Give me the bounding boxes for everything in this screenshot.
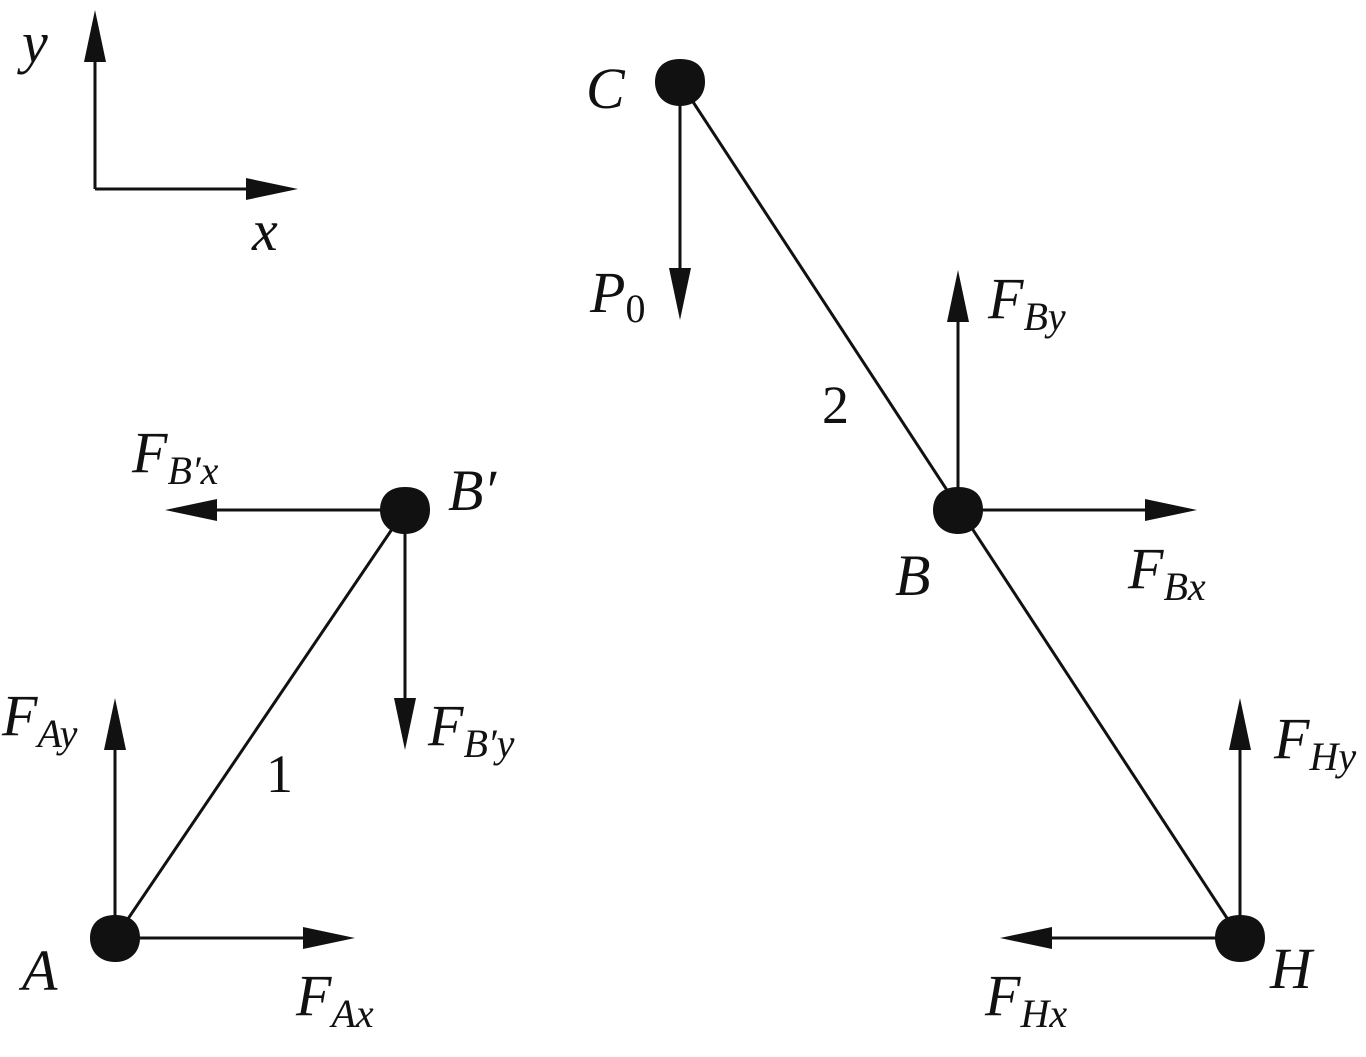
force-hy-arrowhead xyxy=(1229,698,1251,750)
force-ax-arrowhead xyxy=(303,927,355,949)
x-axis-arrowhead xyxy=(246,178,298,200)
joint-a xyxy=(90,915,140,962)
joint-h xyxy=(1215,915,1265,962)
joint-h-group: H FHy FHx xyxy=(984,698,1356,1036)
point-b-prime-label: B′ xyxy=(448,458,497,523)
joint-b-group: B FBy FBx xyxy=(895,266,1206,609)
force-bx-label: FBx xyxy=(1127,536,1206,609)
force-bpy-label: FB′y xyxy=(427,693,515,766)
force-ay-arrowhead xyxy=(104,698,126,750)
force-hx-arrowhead xyxy=(1000,927,1052,949)
force-bpx-label: FB′x xyxy=(131,420,219,493)
joint-b-prime xyxy=(380,487,430,534)
load-p0-label: P0 xyxy=(589,260,645,331)
force-ax-label: FAx xyxy=(295,963,374,1036)
joint-c-group: C P0 xyxy=(586,56,705,331)
force-bpy-arrowhead xyxy=(394,698,416,750)
force-by-label: FBy xyxy=(987,266,1066,339)
member-1: 1 xyxy=(113,509,407,939)
point-c-label: C xyxy=(586,56,626,121)
y-axis-label: y xyxy=(17,10,48,75)
force-bpx-arrowhead xyxy=(165,499,217,521)
joint-b xyxy=(933,487,983,534)
force-bx-arrowhead xyxy=(1145,499,1197,521)
member-2-label: 2 xyxy=(822,375,849,435)
point-a-label: A xyxy=(18,938,58,1003)
coordinate-axes: y x xyxy=(17,10,298,263)
force-ay-label: FAy xyxy=(1,683,78,756)
force-hx-label: FHx xyxy=(984,963,1067,1036)
joint-a-group: A FAy FAx xyxy=(1,683,374,1036)
y-axis-arrowhead xyxy=(84,10,106,62)
force-by-arrowhead xyxy=(947,270,969,322)
member-1-label: 1 xyxy=(266,744,293,804)
joint-b-prime-group: B′ FB′x FB′y xyxy=(131,420,515,766)
joint-c xyxy=(655,59,705,106)
point-b-label: B xyxy=(895,543,930,608)
load-p0-arrowhead xyxy=(669,268,691,320)
point-h-label: H xyxy=(1269,936,1315,1001)
member-1-bar xyxy=(113,509,407,939)
force-hy-label: FHy xyxy=(1273,706,1356,779)
x-axis-label: x xyxy=(251,198,278,263)
